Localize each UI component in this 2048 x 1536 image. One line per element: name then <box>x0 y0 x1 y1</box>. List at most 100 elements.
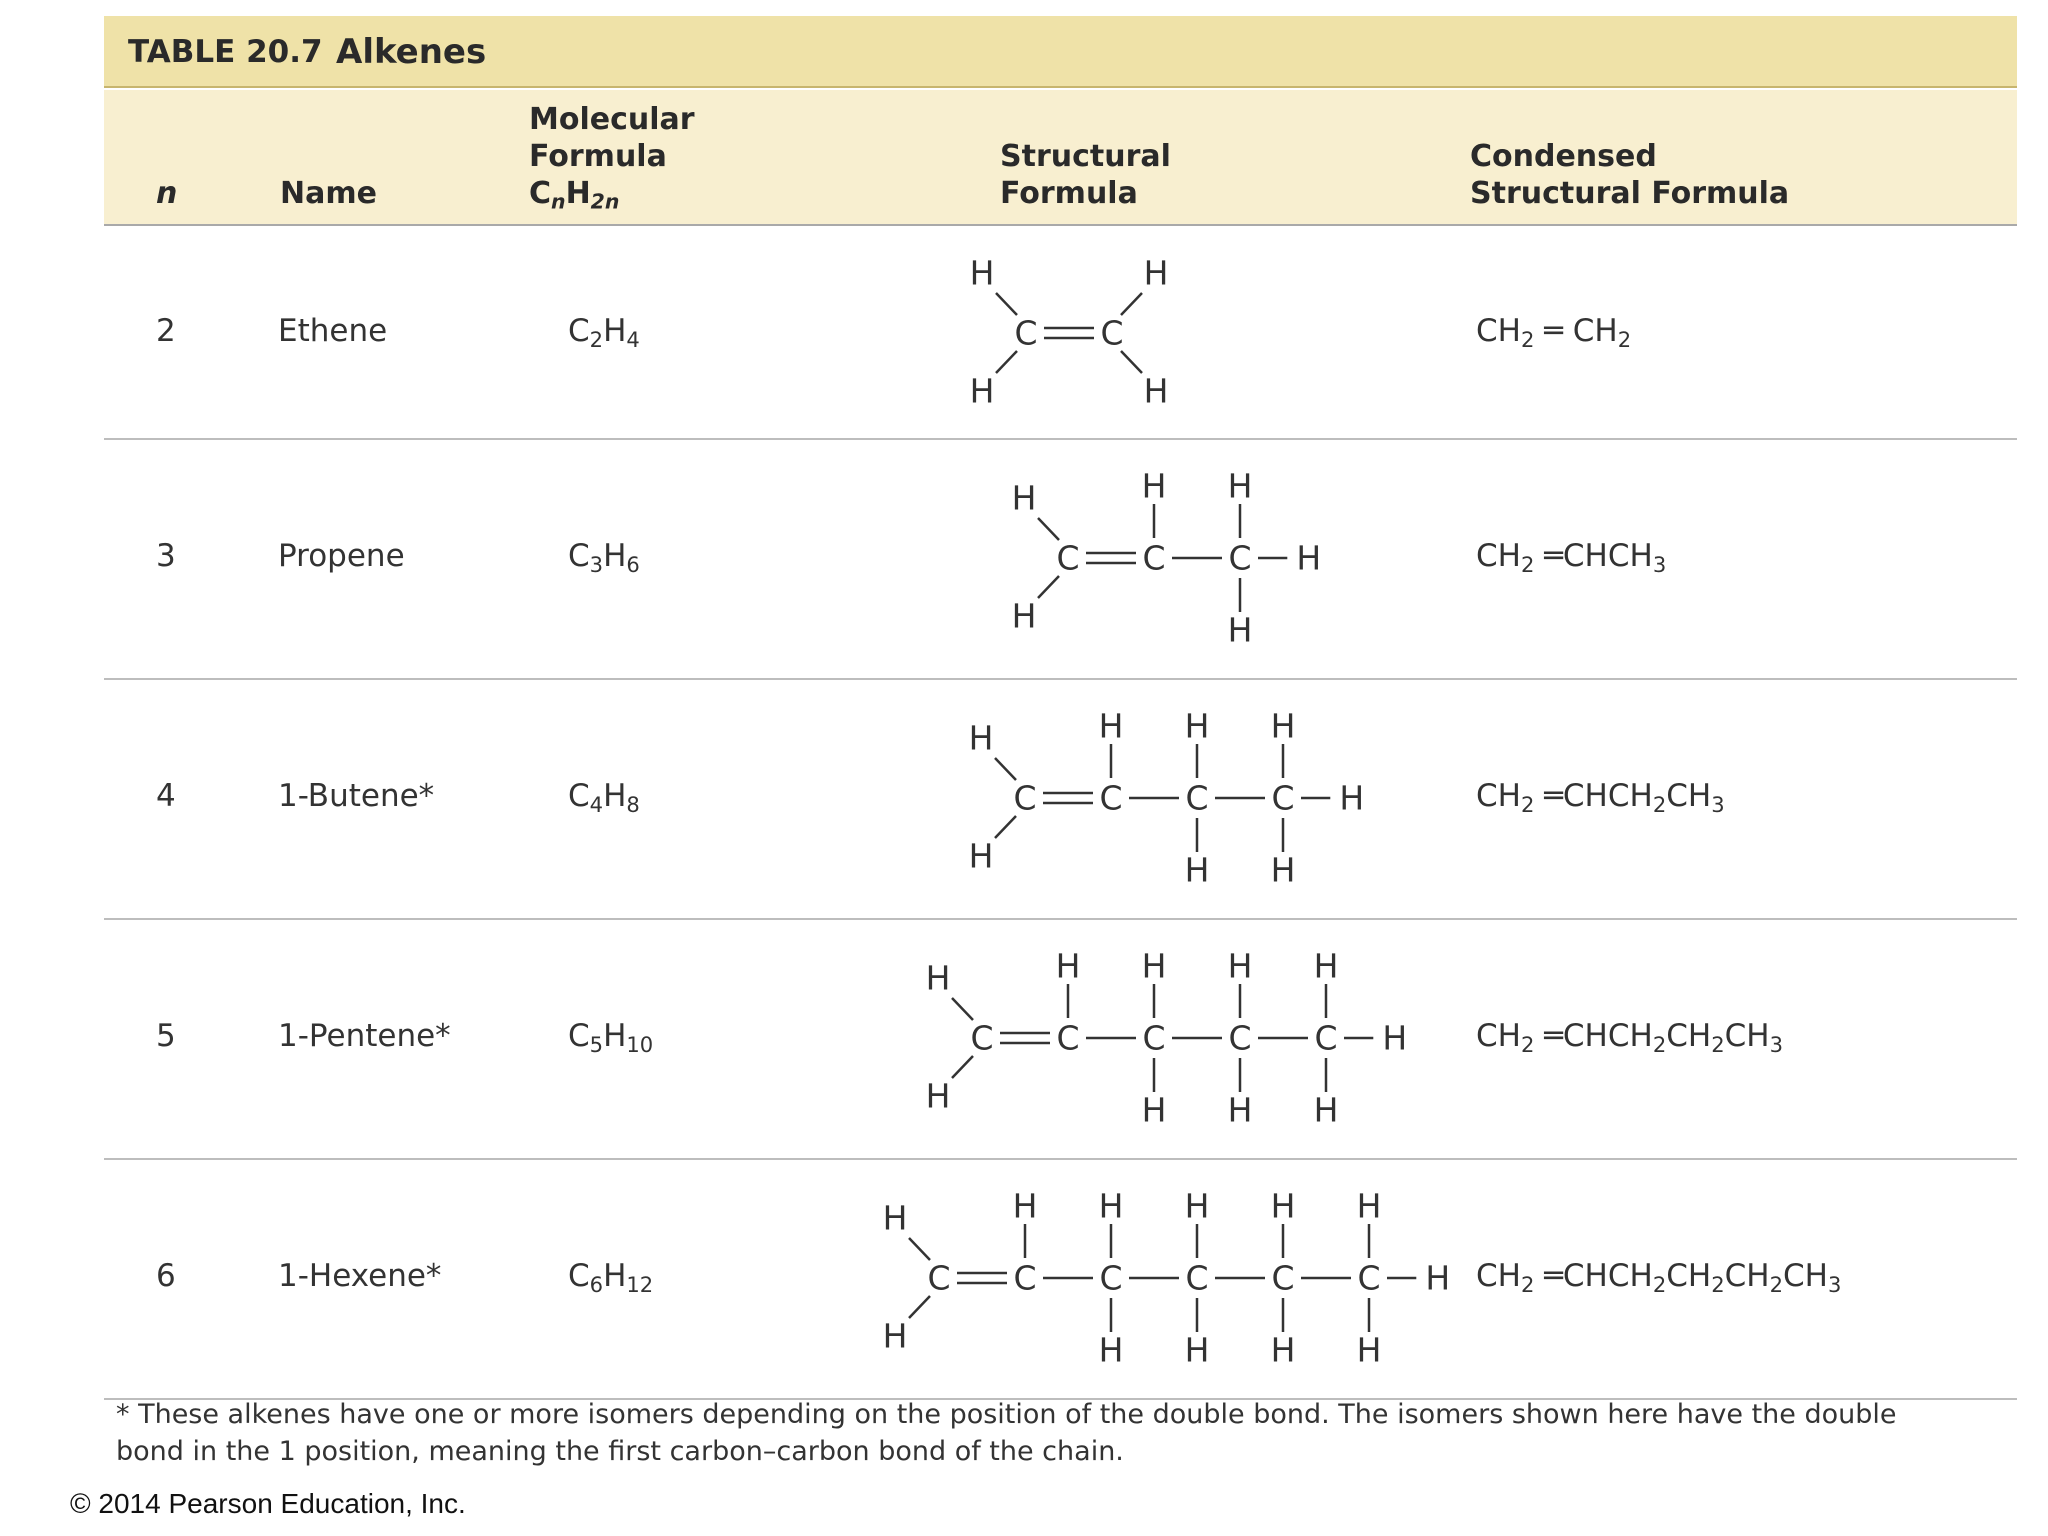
cell-molecular-formula: C5H10 <box>568 1018 654 1057</box>
carbon-atom: C <box>1013 1259 1036 1298</box>
hydrogen-atom: H <box>1425 1259 1450 1298</box>
carbon-atom: C <box>1314 1019 1337 1058</box>
single-bond <box>995 350 1018 374</box>
table-header-row: n Name Molecular Formula CnH2n Structura… <box>104 90 2017 226</box>
header-structural-formula: Structural Formula <box>1000 138 1171 212</box>
hydrogen-atom: H <box>1099 707 1124 746</box>
cell-n: 2 <box>156 313 176 349</box>
header-molecular-formula: Molecular Formula CnH2n <box>529 101 695 212</box>
hydrogen-atom: H <box>1228 611 1253 650</box>
carbon-atom: C <box>1142 539 1165 578</box>
carbon-atom: C <box>1185 779 1208 818</box>
header-structural-line-1: Structural <box>1000 139 1171 174</box>
hydrogen-atom: H <box>1056 947 1081 986</box>
hydrogen-atom: H <box>1012 597 1037 636</box>
single-bond <box>995 292 1018 316</box>
header-molecular-line-1: Molecular <box>529 102 695 137</box>
carbon-atom: C <box>1228 539 1251 578</box>
hydrogen-atom: H <box>1314 947 1339 986</box>
header-condensed-formula: Condensed Structural Formula <box>1470 138 1789 212</box>
hydrogen-atom: H <box>970 254 995 293</box>
cell-condensed-formula: CH2 ═CHCH2CH2CH2CH3 <box>1476 1258 1842 1297</box>
row-divider <box>104 1398 2017 1400</box>
header-condensed-line-1: Condensed <box>1470 139 1657 174</box>
single-bond <box>951 997 974 1021</box>
hydrogen-atom: H <box>926 959 951 998</box>
single-bond <box>908 1237 931 1261</box>
single-bond <box>1120 292 1143 316</box>
cell-name: Propene <box>278 538 405 574</box>
hydrogen-atom: H <box>1012 479 1037 518</box>
carbon-atom: C <box>1228 1019 1251 1058</box>
header-condensed-line-2: Structural Formula <box>1470 176 1790 211</box>
hydrogen-atom: H <box>1314 1091 1339 1130</box>
hydrogen-atom: H <box>1228 947 1253 986</box>
hydrogen-atom: H <box>1271 1331 1296 1370</box>
cell-molecular-formula: C3H6 <box>568 538 640 577</box>
carbon-atom: C <box>970 1019 993 1058</box>
carbon-atom: C <box>1099 1259 1122 1298</box>
row-divider <box>104 678 2017 680</box>
hydrogen-atom: H <box>1228 467 1253 506</box>
hydrogen-atom: H <box>970 372 995 411</box>
cell-n: 6 <box>156 1258 176 1294</box>
hydrogen-atom: H <box>883 1317 908 1356</box>
cell-condensed-formula: CH2 ═ CH2 <box>1476 313 1632 352</box>
carbon-atom: C <box>1013 779 1036 818</box>
hydrogen-atom: H <box>1142 467 1167 506</box>
hydrogen-atom: H <box>1228 1091 1253 1130</box>
cell-condensed-formula: CH2 ═CHCH2CH2CH3 <box>1476 1018 1784 1057</box>
single-bond <box>908 1295 931 1319</box>
row-divider <box>104 438 2017 440</box>
hydrogen-atom: H <box>1099 1331 1124 1370</box>
cell-n: 4 <box>156 778 176 814</box>
hydrogen-atom: H <box>1013 1187 1038 1226</box>
hydrogen-atom: H <box>1296 539 1321 578</box>
carbon-atom: C <box>1357 1259 1380 1298</box>
carbon-atom: C <box>1056 1019 1079 1058</box>
copyright: © 2014 Pearson Education, Inc. <box>70 1488 466 1519</box>
cell-n: 3 <box>156 538 176 574</box>
carbon-atom: C <box>1271 779 1294 818</box>
hydrogen-atom: H <box>1185 707 1210 746</box>
single-bond <box>1037 575 1060 599</box>
single-bond <box>994 757 1017 781</box>
header-structural-line-2: Formula <box>1000 176 1138 211</box>
hydrogen-atom: H <box>883 1199 908 1238</box>
cell-condensed-formula: CH2 ═CHCH3 <box>1476 538 1667 577</box>
table-title-bar: TABLE 20.7 Alkenes <box>104 16 2017 88</box>
carbon-atom: C <box>1142 1019 1165 1058</box>
row-divider <box>104 918 2017 920</box>
row-divider <box>104 1158 2017 1160</box>
table-label: TABLE 20.7 <box>128 34 323 70</box>
header-n: n <box>156 176 178 211</box>
cell-name: 1-Hexene* <box>278 1258 442 1294</box>
carbon-atom: C <box>1056 539 1079 578</box>
cell-name: 1-Butene* <box>278 778 435 814</box>
cell-molecular-formula: C4H8 <box>568 778 640 817</box>
hydrogen-atom: H <box>1144 254 1169 293</box>
carbon-atom: C <box>1014 314 1037 353</box>
carbon-atom: C <box>1099 779 1122 818</box>
carbon-atom: C <box>1100 314 1123 353</box>
carbon-atom: C <box>1271 1259 1294 1298</box>
single-bond <box>951 1055 974 1079</box>
hydrogen-atom: H <box>1185 851 1210 890</box>
carbon-atom: C <box>927 1259 950 1298</box>
single-bond <box>1037 517 1060 541</box>
hydrogen-atom: H <box>1185 1331 1210 1370</box>
table-title: Alkenes <box>336 32 487 72</box>
single-bond <box>1120 350 1143 374</box>
cell-name: Ethene <box>278 313 388 349</box>
hydrogen-atom: H <box>1142 947 1167 986</box>
single-bond <box>994 815 1017 839</box>
hydrogen-atom: H <box>1144 372 1169 411</box>
cell-molecular-formula: C6H12 <box>568 1258 654 1297</box>
